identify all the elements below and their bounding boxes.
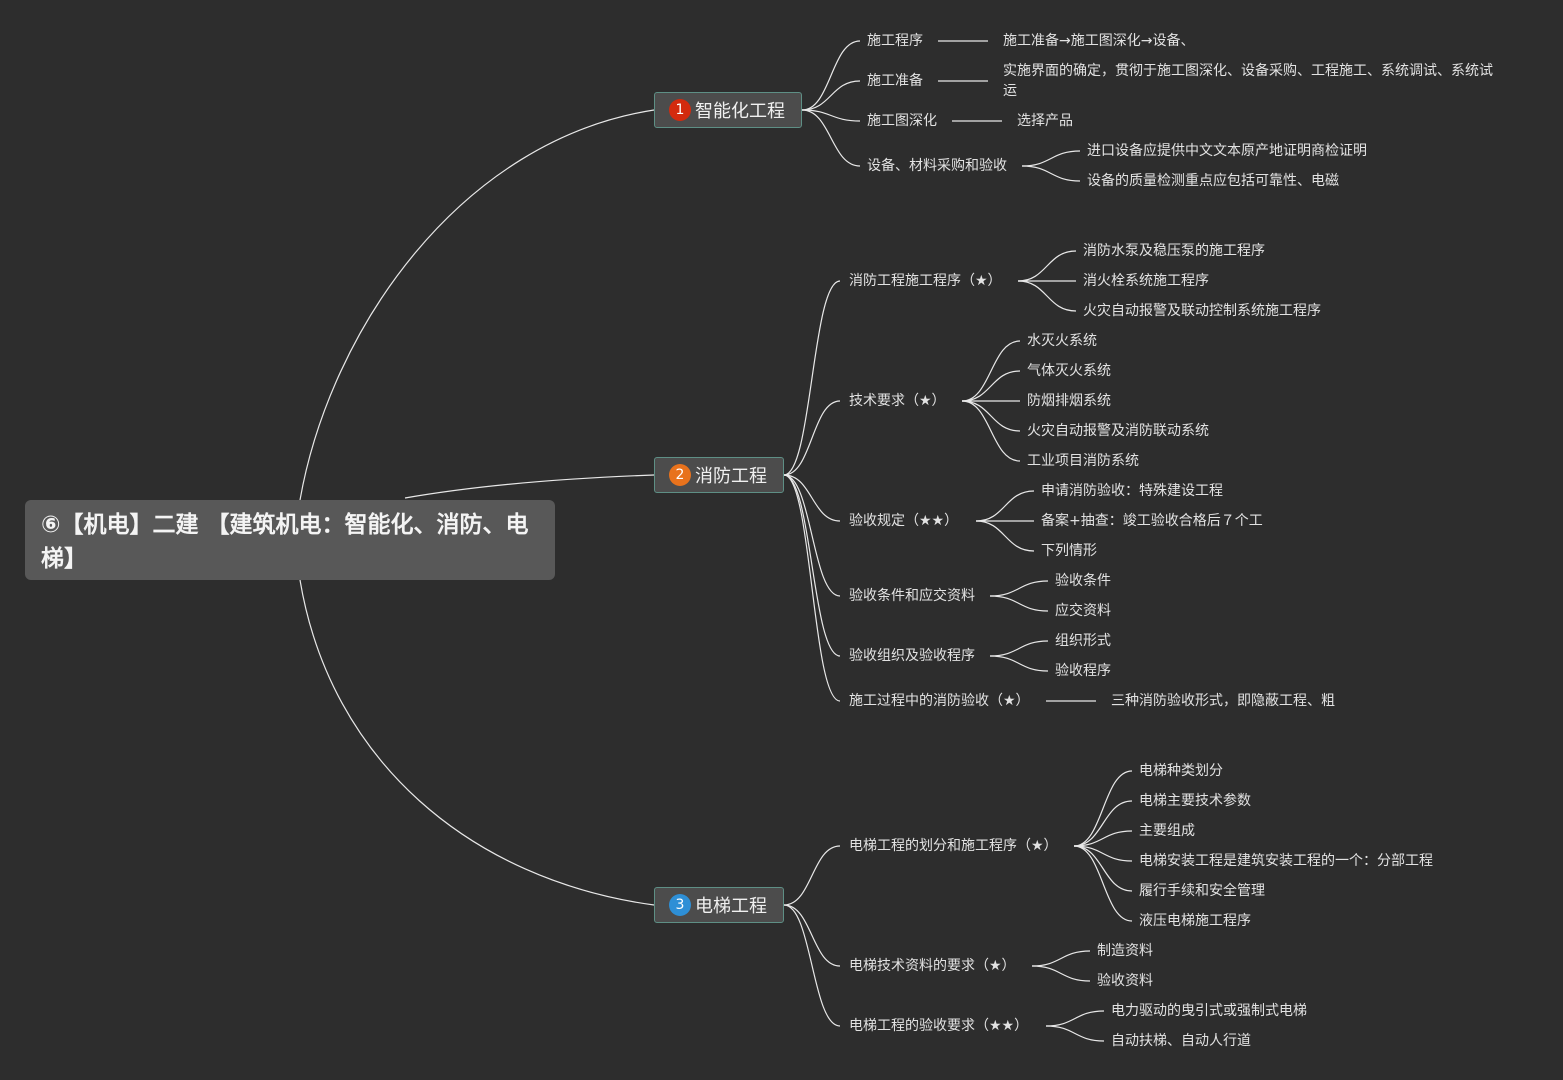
connector-line [801,109,861,122]
subtopic-node[interactable]: 选择产品 [1017,113,1073,129]
branch-label: 电梯工程 [695,896,767,917]
connector-line [989,640,1049,657]
subtopic-node[interactable]: 自动扶梯、自动人行道 [1111,1033,1251,1049]
subtopic-node[interactable]: 水灭火系统 [1027,333,1097,349]
topic-node[interactable]: 施工过程中的消防验收（★） [849,693,1030,709]
connector-line [989,655,1049,672]
number-badge-icon: 1 [669,99,691,121]
connector-line [1073,845,1133,862]
connector-line [961,340,1021,402]
subtopic-node[interactable]: 申请消防验收：特殊建设工程 [1041,483,1223,499]
subtopic-node[interactable]: 液压电梯施工程序 [1139,913,1251,929]
connector-line [989,580,1049,597]
topic-node[interactable]: 验收规定（★★） [849,513,959,529]
subtopic-node[interactable]: 主要组成 [1139,823,1195,839]
topic-node[interactable]: 电梯技术资料的要求（★） [849,958,1016,974]
subtopic-node[interactable]: 下列情形 [1041,543,1097,559]
connector-line [1017,280,1077,312]
connector-line [1021,165,1081,182]
topic-node[interactable]: 施工程序 [867,33,923,49]
topic-node[interactable]: 技术要求（★） [849,393,946,409]
subtopic-node[interactable]: 电力驱动的曳引式或强制式电梯 [1111,1003,1307,1019]
subtopic-node[interactable]: 电梯安装工程是建筑安装工程的一个：分部工程 [1139,853,1433,869]
topic-node[interactable]: 施工准备 [867,73,923,89]
subtopic-node[interactable]: 验收条件 [1055,573,1111,589]
root-arc-line [404,474,655,499]
number-badge-icon: 2 [669,464,691,486]
root-title: ⑥【机电】二建 【建筑机电：智能化、消防、电梯】 [41,512,529,572]
topic-node[interactable]: 验收条件和应交资料 [849,588,975,604]
root-arc-line [299,109,655,501]
connector-line [783,280,841,476]
connector-line [783,474,841,522]
connector-line [1073,845,1133,922]
subtopic-node[interactable]: 火灾自动报警及联动控制系统施工程序 [1083,303,1321,319]
connector-line [1045,1025,1105,1042]
connector-line [961,400,1021,462]
connector-line [783,845,841,906]
connector-line [975,520,1035,552]
branch-intelligent-engineering[interactable]: 1 智能化工程 [654,92,802,128]
branch-fire-protection[interactable]: 2 消防工程 [654,457,784,493]
connector-line [1073,830,1133,847]
subtopic-node[interactable]: 验收资料 [1097,973,1153,989]
connector-line [783,904,841,967]
number-badge-icon: 3 [669,894,691,916]
connector-line [783,474,841,657]
subtopic-node[interactable]: 消火栓系统施工程序 [1083,273,1209,289]
root-topic[interactable]: ⑥【机电】二建 【建筑机电：智能化、消防、电梯】 [25,500,555,580]
subtopic-node[interactable]: 设备的质量检测重点应包括可靠性、电磁 [1087,173,1339,189]
topic-node[interactable]: 施工图深化 [867,113,937,129]
subtopic-node[interactable]: 防烟排烟系统 [1027,393,1111,409]
subtopic-node[interactable]: 火灾自动报警及消防联动系统 [1027,423,1209,439]
connector-line [1021,150,1081,167]
subtopic-node[interactable]: 进口设备应提供中文文本原产地证明商检证明 [1087,143,1367,159]
connector-line [801,109,861,167]
branch-elevator[interactable]: 3 电梯工程 [654,887,784,923]
topic-node[interactable]: 设备、材料采购和验收 [867,158,1007,174]
connector-line [783,904,841,1027]
connector-line [783,400,841,476]
subtopic-node[interactable]: 验收程序 [1055,663,1111,679]
subtopic-node[interactable]: 制造资料 [1097,943,1153,959]
connector-line [801,40,861,111]
topic-node[interactable]: 验收组织及验收程序 [849,648,975,664]
subtopic-node[interactable]: 组织形式 [1055,633,1111,649]
subtopic-node[interactable]: 三种消防验收形式，即隐蔽工程、粗 [1111,693,1335,709]
connector-line [961,370,1021,402]
topic-node[interactable]: 电梯工程的验收要求（★★） [849,1018,1029,1034]
root-arc-line [299,579,655,906]
connector-line [1073,770,1133,847]
connector-line [1073,800,1133,847]
subtopic-node[interactable]: 电梯主要技术参数 [1139,793,1251,809]
subtopic-node[interactable]: 电梯种类划分 [1139,763,1223,779]
connector-line [961,400,1021,432]
subtopic-node[interactable]: 应交资料 [1055,603,1111,619]
branch-label: 智能化工程 [695,101,785,122]
connector-line [783,474,841,702]
topic-node[interactable]: 消防工程施工程序（★） [849,273,1002,289]
subtopic-node[interactable]: 气体灭火系统 [1027,363,1111,379]
connector-line [801,80,861,111]
subtopic-node[interactable]: 消防水泵及稳压泵的施工程序 [1083,243,1265,259]
connector-line [1031,950,1091,967]
connector-line [1045,1010,1105,1027]
connector-line [1031,965,1091,982]
subtopic-node[interactable]: 备案+抽查：竣工验收合格后７个工 [1041,513,1263,529]
topic-node[interactable]: 电梯工程的划分和施工程序（★） [849,838,1058,854]
connector-line [1017,250,1077,282]
connector-line [1073,845,1133,892]
connector-line [975,490,1035,522]
subtopic-node[interactable]: 实施界面的确定，贯彻于施工图深化、设备采购、工程施工、系统调试、系统试运 [1003,63,1493,99]
branch-label: 消防工程 [695,466,767,487]
connector-line [989,595,1049,612]
subtopic-node[interactable]: 履行手续和安全管理 [1139,883,1265,899]
subtopic-node[interactable]: 施工准备→施工图深化→设备、 [1003,33,1195,49]
subtopic-node[interactable]: 工业项目消防系统 [1027,453,1139,469]
connector-line [783,474,841,597]
